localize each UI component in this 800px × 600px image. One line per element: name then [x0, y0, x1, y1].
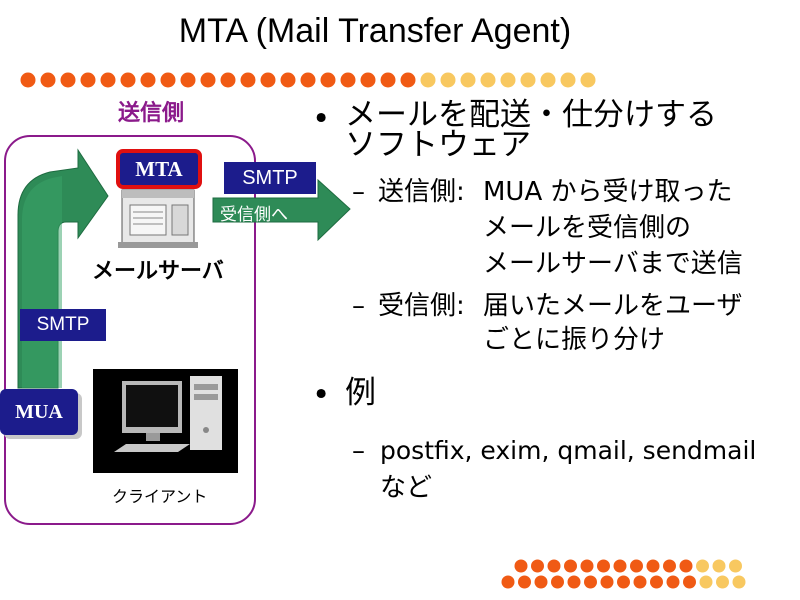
sub-dash-1: –: [352, 177, 365, 207]
decorative-dot: [531, 559, 544, 573]
sub1-line3: メールサーバまで送信: [483, 249, 743, 279]
bullet-marker-1: •: [312, 101, 331, 137]
sub3-line1: postfix, exim, qmail, sendmail: [380, 436, 757, 465]
decorative-dot: [567, 575, 581, 589]
decorative-dot: [514, 559, 528, 573]
sub-dash-2: –: [352, 291, 365, 321]
decorative-dot: [80, 72, 96, 88]
decorative-dot: [663, 559, 676, 573]
decorative-dot: [380, 72, 396, 88]
sub1-line2: メールを受信側の: [483, 213, 692, 243]
to-receiver-label: 受信側へ: [220, 205, 288, 225]
client-label: クライアント: [112, 487, 208, 506]
client-pc-image: [93, 369, 238, 473]
decorative-dot: [280, 72, 296, 88]
sub2-head: 受信側:: [378, 291, 465, 321]
decorative-dot: [732, 575, 746, 589]
decorative-dot: [580, 559, 594, 573]
decorative-dot: [630, 559, 643, 573]
sub2-line2: ごとに振り分け: [483, 325, 666, 355]
mta-box: MTA: [116, 149, 202, 189]
decorative-dot: [300, 72, 316, 88]
decorative-dot: [547, 559, 561, 573]
mta-label: MTA: [135, 157, 183, 181]
decorative-dot: [600, 575, 614, 589]
decorative-dot: [729, 559, 742, 573]
decorative-dot: [320, 72, 336, 88]
decorative-dot: [696, 559, 709, 573]
sub1-line1: MUA から受け取った: [483, 177, 733, 207]
mail-server-label: メールサーバ: [92, 259, 224, 284]
decorative-dot: [20, 72, 36, 88]
decorative-dot: [564, 559, 577, 573]
decorative-dot: [40, 72, 56, 88]
sender-side-label: 送信側: [118, 101, 185, 126]
decorative-dot: [240, 72, 256, 88]
decorative-dot: [646, 559, 660, 573]
sub2-line1: 届いたメールをユーザ: [483, 291, 743, 321]
decorative-dot: [340, 72, 356, 88]
sub3-line2: など: [380, 473, 433, 503]
decorative-dot: [650, 575, 663, 589]
decorative-dot: [712, 559, 726, 573]
decorative-dot: [260, 72, 276, 88]
decorative-dot: [60, 72, 76, 88]
smtp-top-label: SMTP: [242, 167, 298, 189]
decorative-dot: [160, 72, 176, 88]
sub1-head: 送信側:: [378, 177, 465, 207]
item2: 例: [345, 375, 376, 411]
decorative-dot: [200, 72, 216, 88]
decorative-dot: [679, 559, 693, 573]
decorative-dot: [551, 575, 564, 589]
decorative-dot: [534, 575, 548, 589]
decorative-dot: [518, 575, 531, 589]
decorative-dot: [480, 72, 496, 88]
decorative-dot: [617, 575, 630, 589]
decorative-dot: [584, 575, 597, 589]
decorative-dot: [460, 72, 476, 88]
decorative-dot: [140, 72, 156, 88]
decorative-dot: [597, 559, 610, 573]
mua-label: MUA: [15, 401, 63, 423]
mua-box: MUA: [0, 389, 78, 435]
smtp-left-badge: SMTP: [20, 309, 106, 341]
decorative-dot: [501, 575, 515, 589]
decorative-dot: [560, 72, 576, 88]
item1-line1: メールを配送・仕分けする: [345, 97, 717, 133]
decorative-dot: [540, 72, 556, 88]
server-icon: [118, 189, 198, 248]
smtp-top-badge: SMTP: [224, 162, 316, 194]
decorative-dot: [666, 575, 680, 589]
slide-title: MTA (Mail Transfer Agent): [178, 12, 572, 50]
decorative-dot: [613, 559, 627, 573]
decorative-dot: [500, 72, 516, 88]
decorative-dot: [683, 575, 696, 589]
decorative-dot: [220, 72, 236, 88]
decorative-dot: [100, 72, 116, 88]
decorative-dot: [633, 575, 647, 589]
sub-dash-3: –: [352, 436, 365, 466]
decorative-dot: [400, 72, 416, 88]
smtp-left-label: SMTP: [36, 314, 90, 335]
decorative-dot: [580, 72, 596, 88]
decorative-dot: [120, 72, 136, 88]
decorative-dot: [699, 575, 713, 589]
right-arrow: [212, 178, 351, 242]
item1-line2: ソフトウェア: [345, 127, 531, 163]
decorative-dot: [440, 72, 456, 88]
decorative-dot: [520, 72, 536, 88]
sender-side-frame: [4, 135, 256, 525]
decorative-dot: [420, 72, 436, 88]
decorative-dot: [716, 575, 729, 589]
bullet-marker-2: •: [312, 377, 331, 413]
decorative-dot: [180, 72, 196, 88]
decorative-dot: [360, 72, 376, 88]
